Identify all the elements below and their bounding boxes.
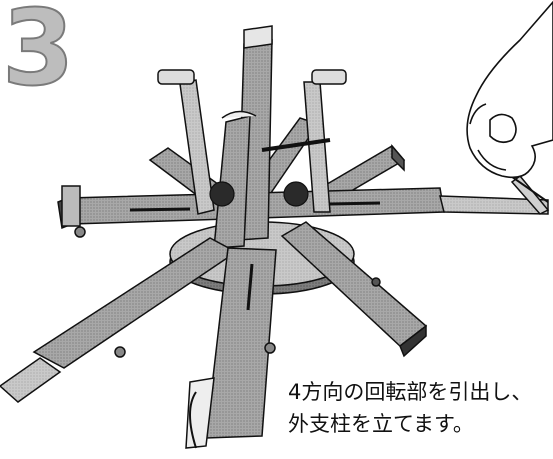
left-end-bracket bbox=[61, 185, 86, 238]
right-extension bbox=[439, 171, 550, 215]
front-left-arm bbox=[0, 237, 238, 403]
upright-posts bbox=[157, 25, 347, 249]
hand-illustration bbox=[466, 0, 553, 179]
step-number: 3 bbox=[1, 0, 75, 109]
center-knobs bbox=[209, 138, 331, 207]
caption-line-2: 外支柱を立てます。 bbox=[288, 412, 474, 436]
instruction-caption: 4方向の回転部を引出し、 外支柱を立てます。 bbox=[288, 376, 550, 440]
front-right-arm bbox=[280, 221, 428, 358]
front-arm bbox=[185, 247, 277, 449]
caption-line-1: 4方向の回転部を引出し、 bbox=[288, 380, 533, 404]
